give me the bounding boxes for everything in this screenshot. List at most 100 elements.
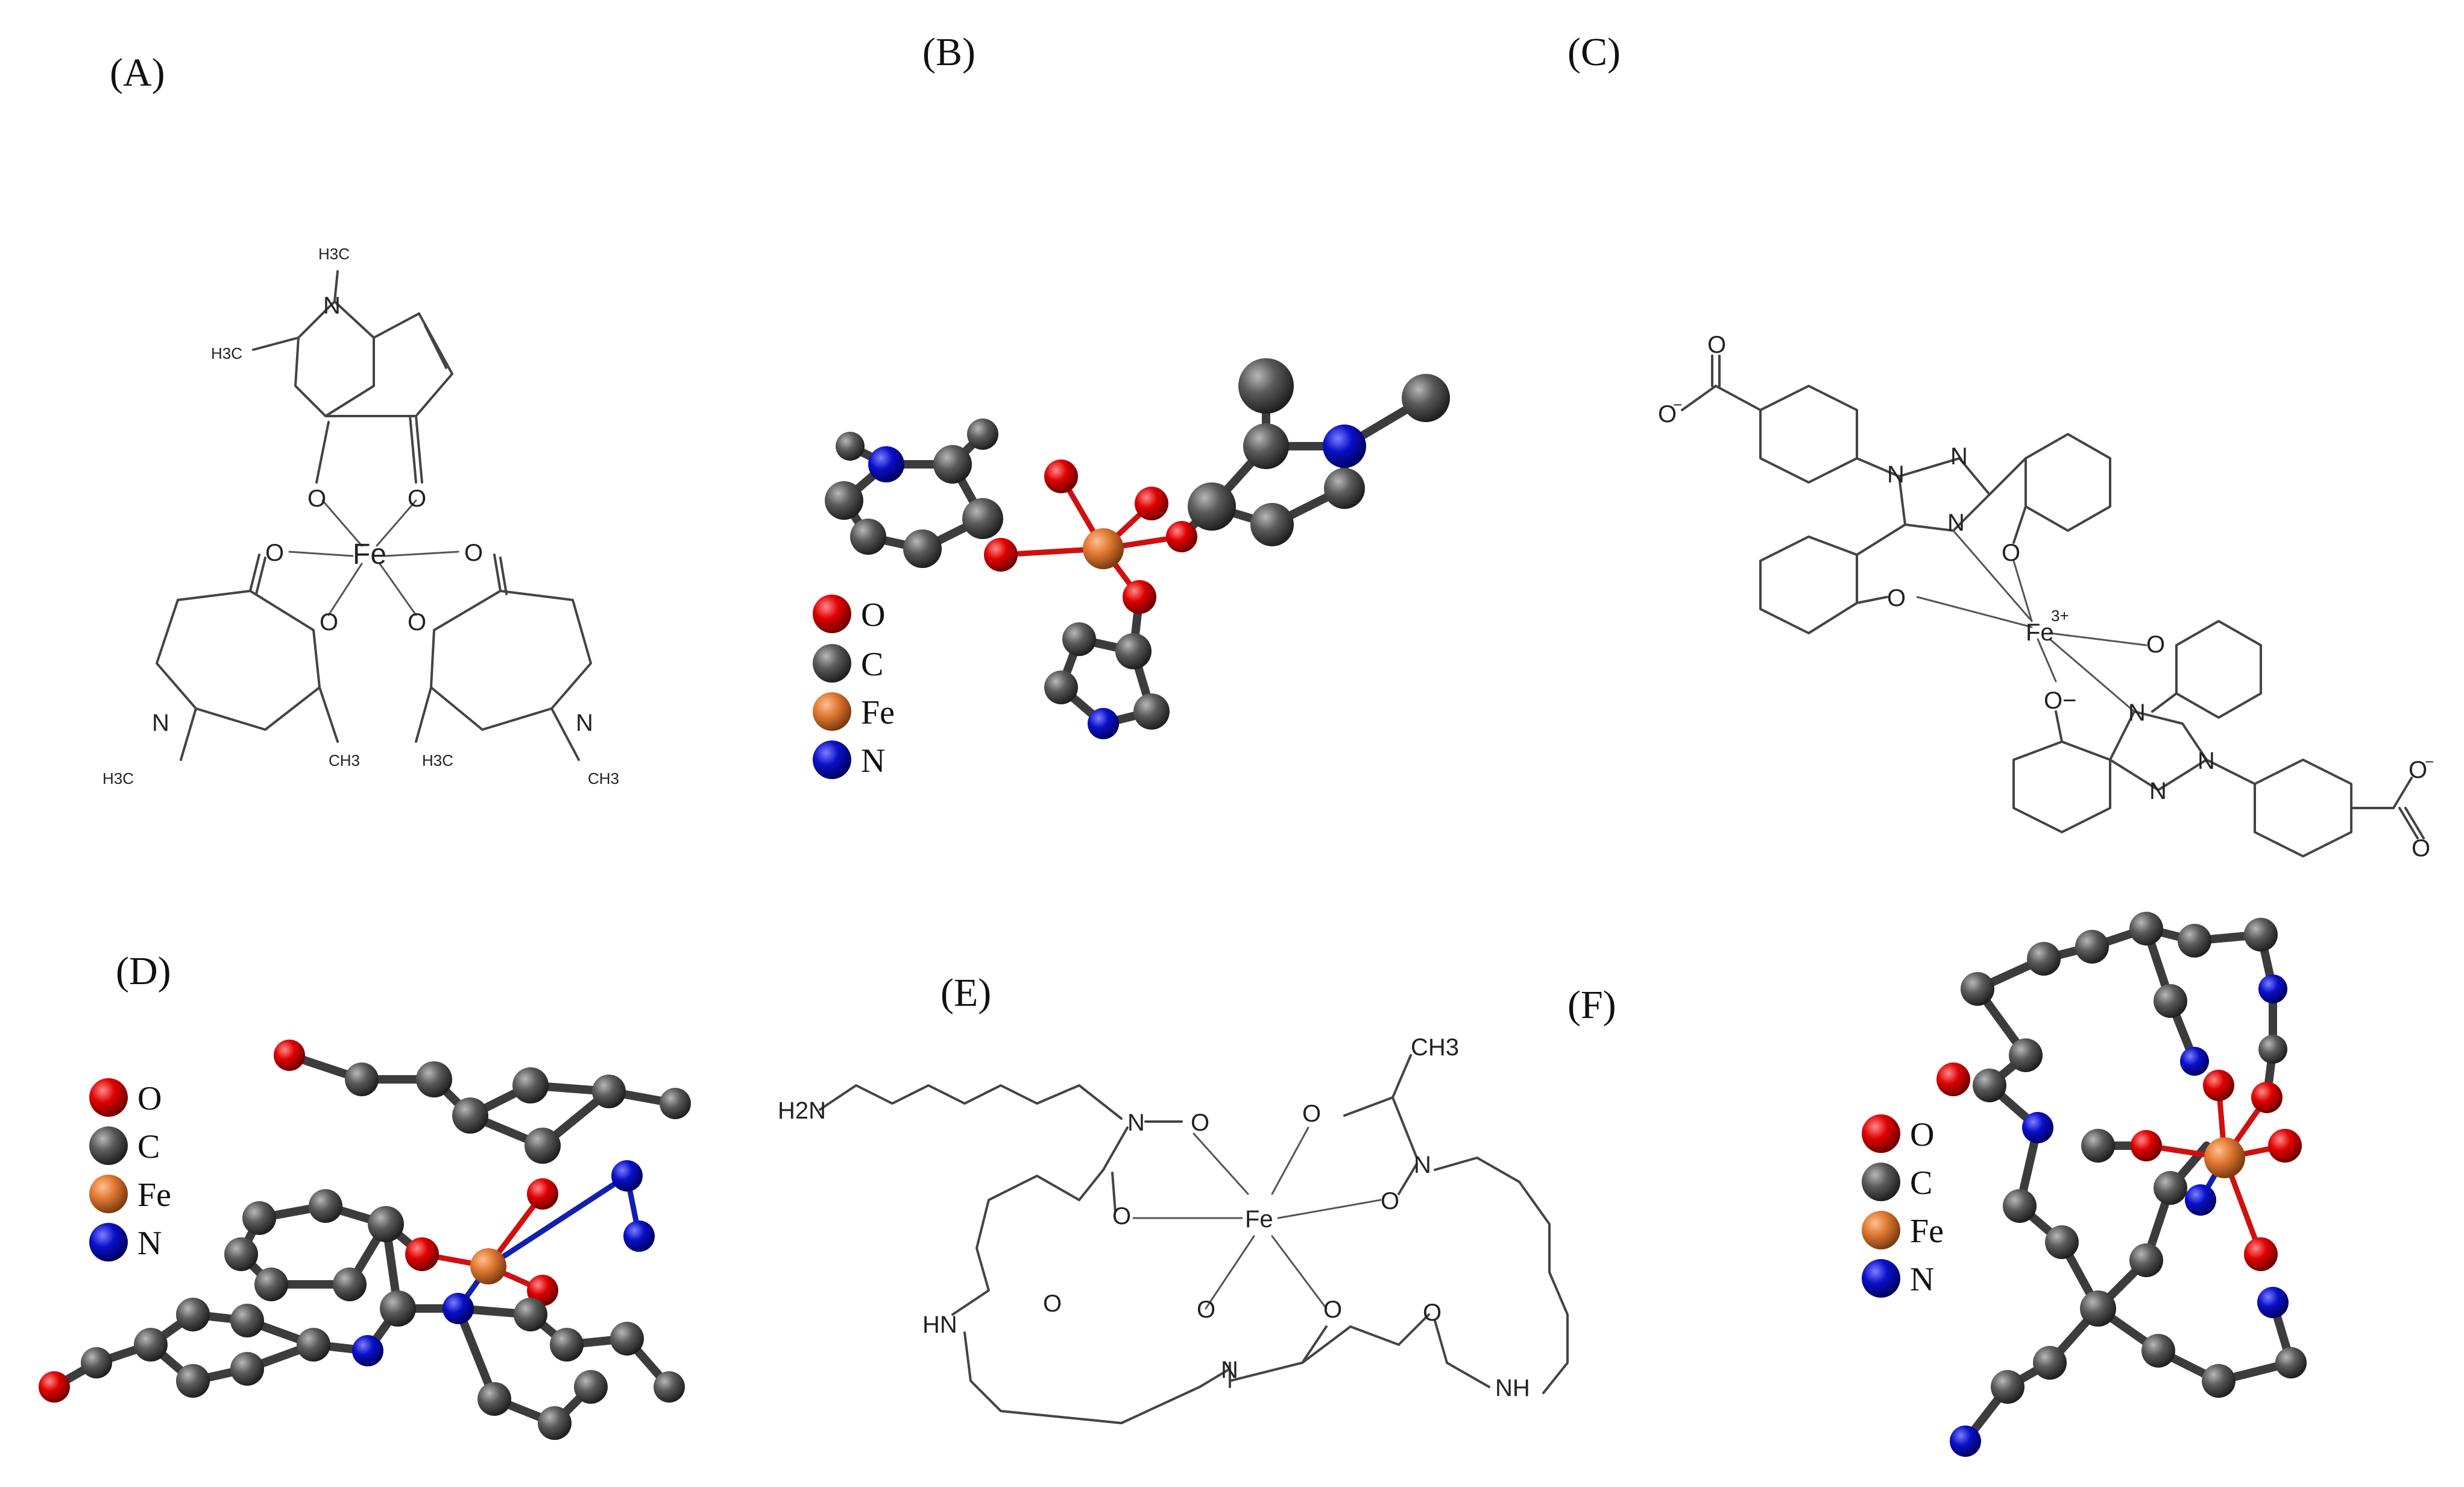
d-atom-c <box>81 1347 112 1378</box>
a-oxygen-4: O <box>320 609 338 636</box>
f-atom-c <box>2178 924 2211 958</box>
b-atom-c <box>1044 671 1078 704</box>
f-atom-n <box>1950 1425 1981 1457</box>
e-oxygen-2: O <box>1112 1203 1131 1230</box>
d-atom-c <box>345 1062 379 1096</box>
d-atom-n <box>352 1335 383 1366</box>
d-atom-c <box>309 1189 342 1223</box>
b-atom-o <box>1166 521 1197 552</box>
f-atom-c <box>2129 912 2163 946</box>
d-atom-c <box>416 1061 452 1097</box>
f-atom-c <box>2258 1035 2287 1064</box>
a-oxygen-1: O <box>307 485 326 512</box>
f-atom-c <box>2129 1243 2163 1277</box>
legend-b-nitrogen-label: N <box>861 742 885 780</box>
a-methyl-br1: H3C <box>422 751 453 769</box>
legend-d-iron-swatch <box>89 1175 128 1213</box>
structure-d-model: O C Fe N <box>39 1040 691 1440</box>
d-atom-c <box>592 1075 626 1108</box>
e-oxygen-7: O <box>1323 1296 1342 1323</box>
structure-a-diagram: H3C N H3C O O Fe O O O O N H3C CH3 N H3C… <box>102 245 619 788</box>
c-carboxylate-minus-right: − <box>2425 753 2434 771</box>
legend-d-carbon-label: C <box>137 1128 160 1166</box>
legend-f: O C Fe N <box>1862 1114 1944 1298</box>
f-atom-n <box>2257 1287 2289 1318</box>
b-atom-c <box>1133 693 1170 730</box>
panel-label-d: (D) <box>116 949 171 993</box>
d-atom-n <box>611 1160 643 1192</box>
d-atom-c <box>538 1406 572 1440</box>
d-atom-o <box>527 1178 558 1210</box>
a-nitrogen-top: N <box>323 292 341 319</box>
e-oxygen-1: O <box>1191 1110 1209 1136</box>
c-carboxylate-minus-left: − <box>1673 396 1682 414</box>
f-atom-o <box>1936 1062 1970 1096</box>
f-atom-c <box>2075 930 2109 964</box>
f-atom-c <box>2027 942 2061 976</box>
b-atom-c <box>850 519 886 555</box>
panel-label-e: (E) <box>941 971 991 1015</box>
panel-label-f: (F) <box>1568 983 1616 1027</box>
legend-b-iron-swatch <box>813 692 851 731</box>
d-atom-c <box>380 1290 416 1327</box>
b-atom-c <box>1188 482 1236 531</box>
legend-d-oxygen-swatch <box>89 1078 128 1117</box>
legend-b-oxygen-label: O <box>861 596 885 634</box>
d-atom-c <box>176 1364 210 1398</box>
a-methyl-bm: CH3 <box>329 751 360 769</box>
a-methyl-bl: H3C <box>102 769 134 788</box>
legend-f-oxygen-swatch <box>1862 1114 1900 1153</box>
d-atom-o <box>39 1371 70 1403</box>
c-oxygen-right: O <box>2146 631 2165 658</box>
d-atom-c <box>525 1128 561 1164</box>
d-atom-c <box>176 1298 210 1331</box>
b-atom-c <box>825 481 863 520</box>
f-atom-c <box>2003 1189 2037 1223</box>
d-atom-c <box>224 1237 258 1271</box>
b-atom-c <box>1243 423 1289 469</box>
d-atom-c <box>242 1201 276 1235</box>
d-atom-o <box>274 1040 305 1071</box>
a-iron: Fe <box>353 538 386 570</box>
legend-f-carbon-swatch <box>1862 1163 1900 1201</box>
e-iron: Fe <box>1245 1206 1273 1233</box>
b-atom-n <box>1088 708 1119 739</box>
c-nitrogen-2: N <box>1950 443 1968 470</box>
e-amine: H2N <box>778 1097 826 1124</box>
legend-f-nitrogen-label: N <box>1910 1261 1934 1298</box>
e-nitrogen-3: N <box>1221 1357 1238 1383</box>
d-atom-c <box>254 1268 288 1301</box>
e-amide-nh-left: HN <box>922 1312 957 1338</box>
legend-b-nitrogen-swatch <box>813 740 851 779</box>
f-atom-n <box>2258 974 2287 1003</box>
legend-f-oxygen-label: O <box>1910 1116 1934 1154</box>
e-methyl: CH3 <box>1411 1034 1459 1061</box>
d-atom-c <box>574 1370 608 1404</box>
e-oxygen-6: O <box>1197 1296 1215 1323</box>
b-atom-c <box>1324 468 1365 509</box>
b-atoms <box>825 358 1450 739</box>
legend-d-nitrogen-label: N <box>137 1225 162 1262</box>
d-atom-c <box>654 1371 685 1403</box>
d-atom-c <box>512 1067 549 1103</box>
c-carboxylate-o-left: O <box>1658 401 1677 428</box>
d-atom-c <box>230 1352 264 1386</box>
legend-b-iron-label: Fe <box>861 694 895 731</box>
b-atom-c <box>1115 633 1152 669</box>
legend-d: O C Fe N <box>89 1078 171 1262</box>
f-atom-fe <box>2204 1137 2245 1178</box>
panel-label-b: (B) <box>922 30 975 74</box>
legend-d-oxygen-label: O <box>137 1080 162 1117</box>
f-atom-n <box>2185 1184 2216 1216</box>
e-oxygen-8: O <box>1423 1299 1442 1326</box>
b-atom-c <box>1062 622 1096 656</box>
legend-f-nitrogen-swatch <box>1862 1259 1900 1298</box>
b-atom-c <box>836 432 865 461</box>
f-atom-o <box>2244 1237 2278 1271</box>
legend-b-carbon-label: C <box>861 646 883 683</box>
legend-d-iron-label: Fe <box>137 1176 171 1214</box>
structure-b-model: O C Fe N <box>813 358 1450 780</box>
d-atom-c <box>477 1382 511 1416</box>
b-atom-c <box>967 418 998 450</box>
